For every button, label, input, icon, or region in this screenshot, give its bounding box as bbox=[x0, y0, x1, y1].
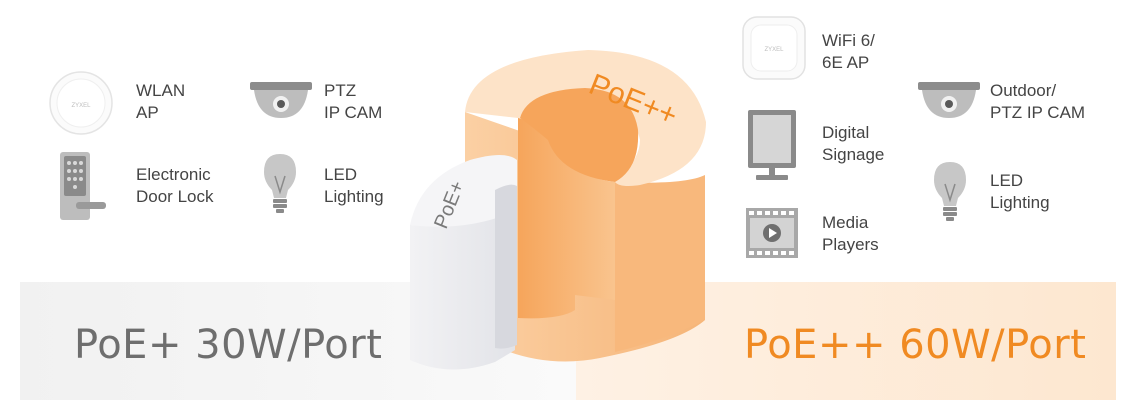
poe-plus-plus-ring-front bbox=[615, 175, 705, 352]
ptz-camera-icon bbox=[250, 82, 312, 118]
poe-plus-cylinder-top bbox=[410, 155, 517, 227]
svg-text:ZYXEL: ZYXEL bbox=[764, 47, 784, 53]
poe-plus-plus-core bbox=[518, 118, 615, 319]
poe-plus-power-label: PoE+ 30W/Port bbox=[74, 322, 383, 368]
poe-plus-plus-ring-top bbox=[465, 50, 706, 186]
digital-signage-icon bbox=[748, 110, 796, 180]
svg-text:ZYXEL: ZYXEL bbox=[71, 103, 91, 109]
media-player-icon bbox=[746, 208, 798, 258]
outdoor-camera-icon bbox=[918, 82, 980, 118]
poe-plus-cylinder-inner bbox=[495, 184, 517, 349]
light-bulb-icon bbox=[264, 154, 296, 213]
label-wifi6-ap: WiFi 6/6E AP bbox=[822, 31, 875, 72]
poe-plus-plus-ring-hole bbox=[520, 88, 639, 182]
light-bulb-icon bbox=[934, 162, 966, 221]
poe-plus-plus-power-label: PoE++ 60W/Port bbox=[744, 322, 1087, 368]
door-lock-icon bbox=[60, 152, 106, 220]
label-outdoor-camera: Outdoor/PTZ IP CAM bbox=[990, 81, 1086, 122]
poe-plus-cylinder-side bbox=[410, 205, 515, 370]
wifi6-ap-icon: ZYXEL bbox=[742, 16, 806, 80]
wlan-ap-icon: ZYXEL bbox=[49, 71, 113, 135]
